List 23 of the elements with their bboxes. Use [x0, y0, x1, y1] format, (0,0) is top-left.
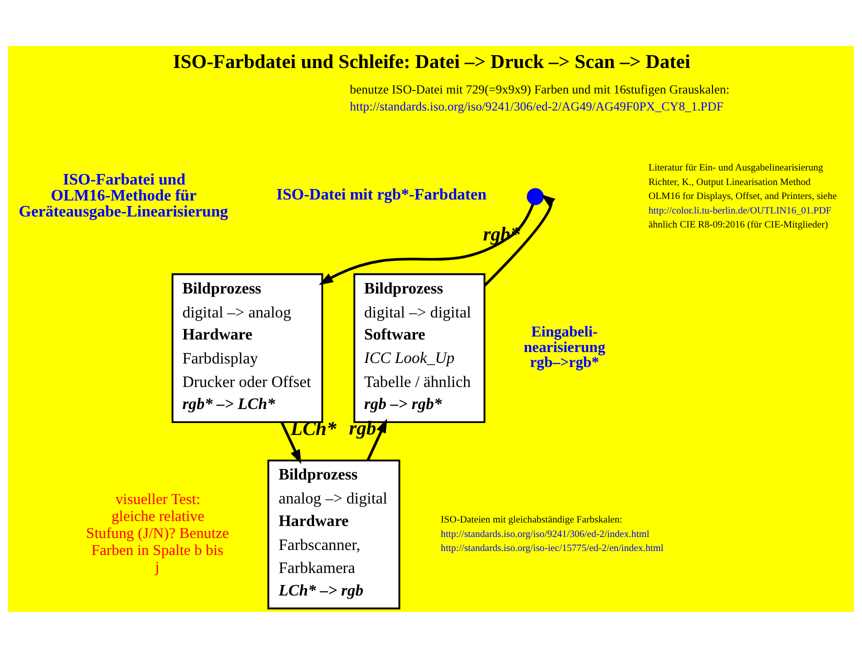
diagram-title: ISO-Farbdatei und Schleife: Datei –> Druck –> Scan –> Datei [172, 51, 690, 72]
node-box: Bildprozess analog –> digital Hardware Farbscanner, Farbkamera LCh* –> rgb [267, 459, 400, 609]
label: ISO-Farbatei und OLM16-Methode für Geräteausgabe-Linearisierung [18, 171, 228, 220]
node-circle [526, 188, 544, 205]
label: http://color.li.tu-berlin.de/OUTLIN16_01.PDF [648, 204, 832, 216]
arrow [366, 418, 388, 461]
arrow [280, 421, 302, 464]
label: OLM16 for Displays, Offset, and Printers, siehe [648, 190, 837, 202]
label: benutze ISO-Datei mit 729(=9x9x9) Farben und mit 16stufigen Grauskalen: [350, 82, 730, 96]
node-box: Bildprozess digital –> analog Hardware Farbdisplay Drucker oder Offset rgb* –> LCh* [172, 272, 324, 423]
label: Eingabeli- nearisierung rgb–>rgb* [524, 323, 606, 370]
label: http://standards.iso.org/iso-iec/15775/ed-2/en/index.html [440, 542, 664, 554]
node-label: ISO-Datei mit rgb*-Farbdaten [276, 186, 487, 204]
node-box: Bildprozess digital –> digital Software ICC Look_Up Tabelle / ähnlich rgb –> rgb* [353, 272, 486, 423]
arrow [318, 203, 534, 284]
label: visueller Test: gleiche relative Stufung (J/N)? Benutze Farben in Spalte b bis j [86, 490, 230, 576]
label: http://standards.iso.org/iso/9241/306/ed-2/index.html [440, 528, 650, 540]
label: Literatur für Ein- und Ausgabelinearisierung [648, 162, 824, 174]
label: Richter, K., Output Linearisation Method [648, 176, 811, 188]
label: http://standards.iso.org/iso/9241/306/ed-2/AG49/AG49F0PX_CY8_1.PDF [350, 98, 724, 113]
label: ähnlich CIE R8-09:2016 (für CIE-Mitglieder) [648, 219, 828, 230]
arrow [484, 194, 556, 286]
label: ISO-Dateien mit gleichabständige Farbskalen: [440, 514, 622, 526]
